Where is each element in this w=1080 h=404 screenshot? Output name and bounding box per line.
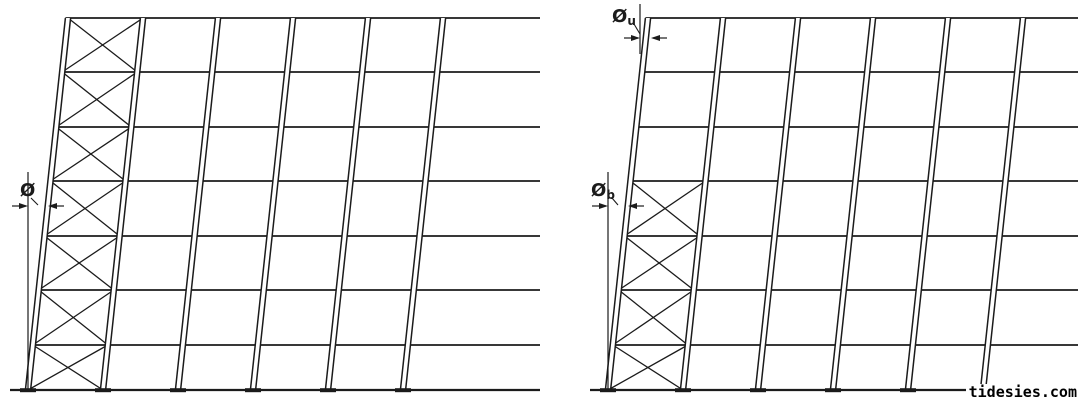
column-edge — [324, 17, 367, 391]
column-edge — [104, 17, 147, 391]
sway-angle-label: Øb — [591, 180, 615, 202]
column-base-plate — [95, 388, 111, 393]
column-edge — [249, 17, 292, 391]
column-base-plate — [245, 388, 261, 393]
brace-diagonal — [607, 344, 689, 391]
dimension-arrow-right-head — [48, 203, 57, 209]
column-edge — [979, 17, 1022, 391]
column-edge — [604, 17, 647, 391]
column-base-plate — [750, 388, 766, 393]
label-leader — [633, 23, 641, 35]
column-body — [175, 18, 221, 390]
brace-diagonal — [38, 235, 120, 291]
column-base-plate — [20, 388, 36, 393]
column-edge — [174, 17, 217, 391]
brace-diagonal — [32, 289, 115, 346]
column-edge — [679, 17, 722, 391]
column-edge — [759, 17, 802, 391]
column-edge — [609, 17, 652, 391]
column-body — [755, 18, 801, 390]
column-edge — [829, 17, 872, 391]
column-edge — [24, 17, 67, 391]
label-leader — [30, 197, 39, 206]
column-edge — [29, 17, 72, 391]
column-edge — [399, 17, 442, 391]
column-edge — [909, 17, 952, 391]
brace-diagonal — [44, 180, 126, 237]
dimension-arrow-left-head — [631, 35, 640, 41]
column-body — [605, 18, 651, 390]
column-body — [400, 18, 446, 390]
column-edge — [684, 17, 727, 391]
sway-angle-label: Ø — [20, 180, 35, 201]
column-body — [980, 18, 1026, 390]
frame-sway-full-height-bracing: Ø — [10, 17, 540, 393]
column-body — [830, 18, 876, 390]
column-base-plate — [395, 388, 411, 393]
column-edge — [904, 17, 947, 391]
column-base-plate — [320, 388, 336, 393]
column-edge — [404, 17, 447, 391]
brace-diagonal — [618, 235, 700, 291]
column-body — [325, 18, 371, 390]
label-leader — [611, 197, 619, 206]
brace-diagonal — [55, 71, 138, 128]
column-body — [250, 18, 296, 390]
column-body — [100, 18, 146, 390]
brace-diagonal — [50, 126, 132, 182]
column-body — [25, 18, 71, 390]
column-body — [680, 18, 726, 390]
column-base-plate — [900, 388, 916, 393]
brace-diagonal — [61, 17, 144, 73]
sway-angle-label-subscript: b — [606, 188, 615, 202]
brace-diagonal — [612, 289, 695, 346]
sway-angle-label: Øu — [612, 6, 636, 28]
dimension-arrow-left-head — [599, 203, 608, 209]
column-edge — [754, 17, 797, 391]
sway-angle-label-subscript: u — [627, 14, 636, 28]
column-base-plate — [170, 388, 186, 393]
column-edge — [99, 17, 142, 391]
column-base-plate — [825, 388, 841, 393]
brace-diagonal — [624, 180, 706, 237]
column-edge — [834, 17, 877, 391]
dimension-arrow-right-head — [628, 203, 637, 209]
column-base-plate — [600, 388, 616, 393]
column-edge — [329, 17, 372, 391]
column-edge — [254, 17, 297, 391]
column-body — [905, 18, 951, 390]
column-edge — [984, 17, 1027, 391]
brace-diagonal — [27, 344, 109, 391]
column-base-plate — [675, 388, 691, 393]
dimension-arrow-right-head — [651, 35, 660, 41]
watermark: tidesies.com — [965, 384, 1080, 401]
column-edge — [179, 17, 222, 391]
dimension-arrow-left-head — [19, 203, 28, 209]
